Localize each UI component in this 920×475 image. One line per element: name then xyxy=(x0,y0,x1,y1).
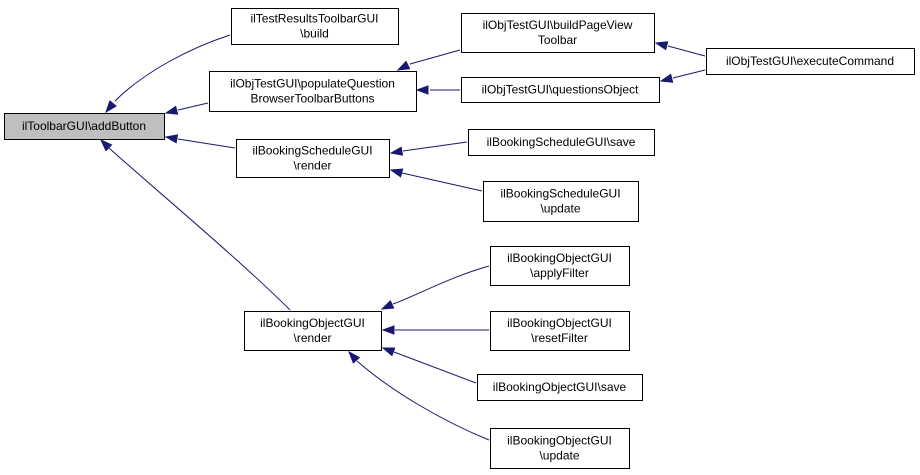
node-booking-schedule-save[interactable]: ilBookingScheduleGUI\save xyxy=(468,129,655,156)
node-apply-filter[interactable]: ilBookingObjectGUI\applyFilter xyxy=(490,246,630,286)
node-box xyxy=(461,13,655,53)
edge-buildPageView-to-populateQuestion xyxy=(396,49,461,71)
node-box xyxy=(209,71,417,112)
node-booking-schedule-render[interactable]: ilBookingScheduleGUI\render xyxy=(236,139,390,178)
edge-line xyxy=(667,45,706,57)
arrowhead-icon xyxy=(396,60,411,71)
edge-bookingObjectUpdate-to-bookingObjectRender xyxy=(348,350,490,441)
edge-populateQuestion-to-addButton xyxy=(164,102,209,115)
node-box xyxy=(4,113,165,140)
node-label-line: ilObjTestGUI\questionsObject xyxy=(482,83,639,97)
arrowhead-icon xyxy=(380,299,395,310)
node-booking-object-update[interactable]: ilBookingObjectGUI\update xyxy=(490,428,630,469)
edge-bookingObjectSave-to-bookingObjectRender xyxy=(381,347,477,384)
arrowhead-icon xyxy=(381,325,395,335)
node-label-line: Toolbar xyxy=(538,33,577,47)
edge-executeCommand-to-buildPageView xyxy=(654,41,706,57)
node-booking-object-save[interactable]: ilBookingObjectGUI\save xyxy=(477,374,643,401)
node-add-button[interactable]: ilToolbarGUI\addButton xyxy=(4,113,165,140)
node-label-line: \render xyxy=(293,159,331,173)
arrowhead-icon xyxy=(164,134,179,144)
node-label-line: ilTestResultsToolbarGUI xyxy=(250,12,378,26)
edge-line xyxy=(409,49,461,65)
edge-applyFilter-to-bookingObjectRender xyxy=(380,265,490,310)
node-label-line: ilBookingObjectGUI\save xyxy=(493,380,627,394)
arrowhead-icon xyxy=(389,146,404,156)
node-test-results-build[interactable]: ilTestResultsToolbarGUI\build xyxy=(231,8,399,45)
node-label-line: \resetFilter xyxy=(531,331,588,345)
edge-line xyxy=(177,138,236,149)
node-box xyxy=(236,139,390,178)
node-label-line: ilObjTestGUI\populateQuestion xyxy=(230,77,395,91)
arrowhead-icon xyxy=(99,138,113,152)
edges-layer xyxy=(99,34,706,441)
edge-resetFilter-to-bookingObjectRender xyxy=(381,325,489,335)
node-box xyxy=(490,246,630,286)
node-label-line: ilBookingScheduleGUI xyxy=(252,144,372,158)
node-label-line: ilBookingObjectGUI xyxy=(507,251,612,265)
arrowhead-icon xyxy=(105,100,117,114)
node-box xyxy=(461,77,660,103)
node-box xyxy=(490,311,630,351)
edge-line xyxy=(401,172,483,192)
edge-line xyxy=(392,265,490,305)
edge-testResultsBuild-to-addButton xyxy=(105,34,231,114)
node-booking-object-render[interactable]: ilBookingObjectGUI\render xyxy=(244,311,382,351)
node-label-line: ilObjTestGUI\executeCommand xyxy=(726,54,894,68)
edge-bookingObjectRender-to-addButton xyxy=(99,138,291,311)
edge-line xyxy=(402,141,468,152)
node-label-line: ilToolbarGUI\addButton xyxy=(22,119,146,133)
node-questions-object[interactable]: ilObjTestGUI\questionsObject xyxy=(461,77,660,103)
node-box xyxy=(706,48,915,75)
arrowhead-icon xyxy=(659,73,674,83)
edge-line xyxy=(177,102,209,111)
node-label-line: \applyFilter xyxy=(530,266,589,280)
edge-questionsObject-to-populateQuestion xyxy=(415,85,460,95)
node-label-line: \render xyxy=(293,331,331,345)
edge-line xyxy=(393,351,477,384)
edge-executeCommand-to-questionsObject xyxy=(659,69,706,83)
node-label-line: BrowserToolbarButtons xyxy=(250,92,374,106)
arrowhead-icon xyxy=(348,350,361,364)
node-label-line: ilObjTestGUI\buildPageView xyxy=(483,18,633,32)
node-label-line: \build xyxy=(300,27,329,41)
arrowhead-icon xyxy=(164,105,179,115)
node-label-line: \update xyxy=(539,449,579,463)
nodes-layer: ilToolbarGUI\addButton ilTestResultsToolb… xyxy=(4,8,915,469)
edge-line xyxy=(356,360,490,441)
node-label-line: ilBookingObjectGUI xyxy=(507,434,612,448)
node-box xyxy=(468,129,655,156)
node-populate-question[interactable]: ilObjTestGUI\populateQuestionBrowserTool… xyxy=(209,71,417,112)
arrowhead-icon xyxy=(654,41,669,51)
node-box xyxy=(244,311,382,351)
node-box xyxy=(490,428,630,469)
node-box xyxy=(231,8,399,45)
node-execute-command[interactable]: ilObjTestGUI\executeCommand xyxy=(706,48,915,75)
edge-bookingScheduleUpdate-to-bookingScheduleRender xyxy=(389,168,483,192)
node-label-line: ilBookingScheduleGUI xyxy=(500,187,620,201)
node-box xyxy=(483,181,639,222)
node-label-line: \update xyxy=(540,202,580,216)
arrowhead-icon xyxy=(415,85,429,95)
edge-line xyxy=(114,34,231,102)
node-booking-schedule-update[interactable]: ilBookingScheduleGUI\update xyxy=(483,181,639,222)
arrowhead-icon xyxy=(381,347,396,357)
node-label-line: ilBookingObjectGUI xyxy=(507,316,612,330)
edge-bookingScheduleSave-to-bookingScheduleRender xyxy=(389,141,468,156)
edge-bookingScheduleRender-to-addButton xyxy=(164,134,236,149)
node-reset-filter[interactable]: ilBookingObjectGUI\resetFilter xyxy=(490,311,630,351)
arrowhead-icon xyxy=(389,168,404,178)
node-box xyxy=(477,374,643,401)
node-label-line: ilBookingObjectGUI xyxy=(260,316,365,330)
edge-line xyxy=(672,69,706,79)
edge-line xyxy=(108,147,291,311)
node-label-line: ilBookingScheduleGUI\save xyxy=(487,135,636,149)
